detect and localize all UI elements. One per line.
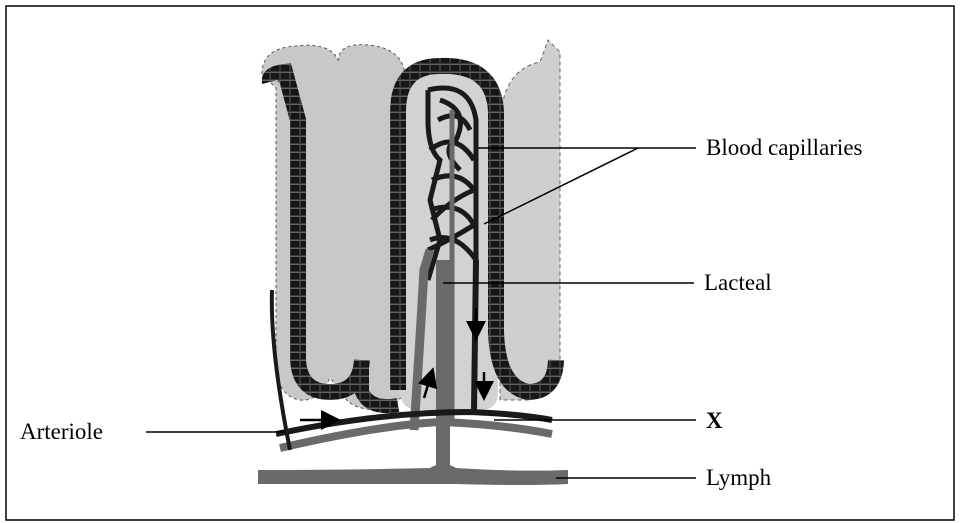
label-arteriole: Arteriole [20, 419, 103, 444]
left-villus-body [262, 45, 405, 410]
label-blood-capillaries: Blood capillaries [706, 135, 863, 160]
lymph-vessel [258, 464, 568, 485]
label-lacteal: Lacteal [704, 270, 772, 295]
label-x: X [706, 408, 723, 433]
label-lymph: Lymph [706, 465, 772, 490]
background-villus-right [500, 40, 560, 400]
